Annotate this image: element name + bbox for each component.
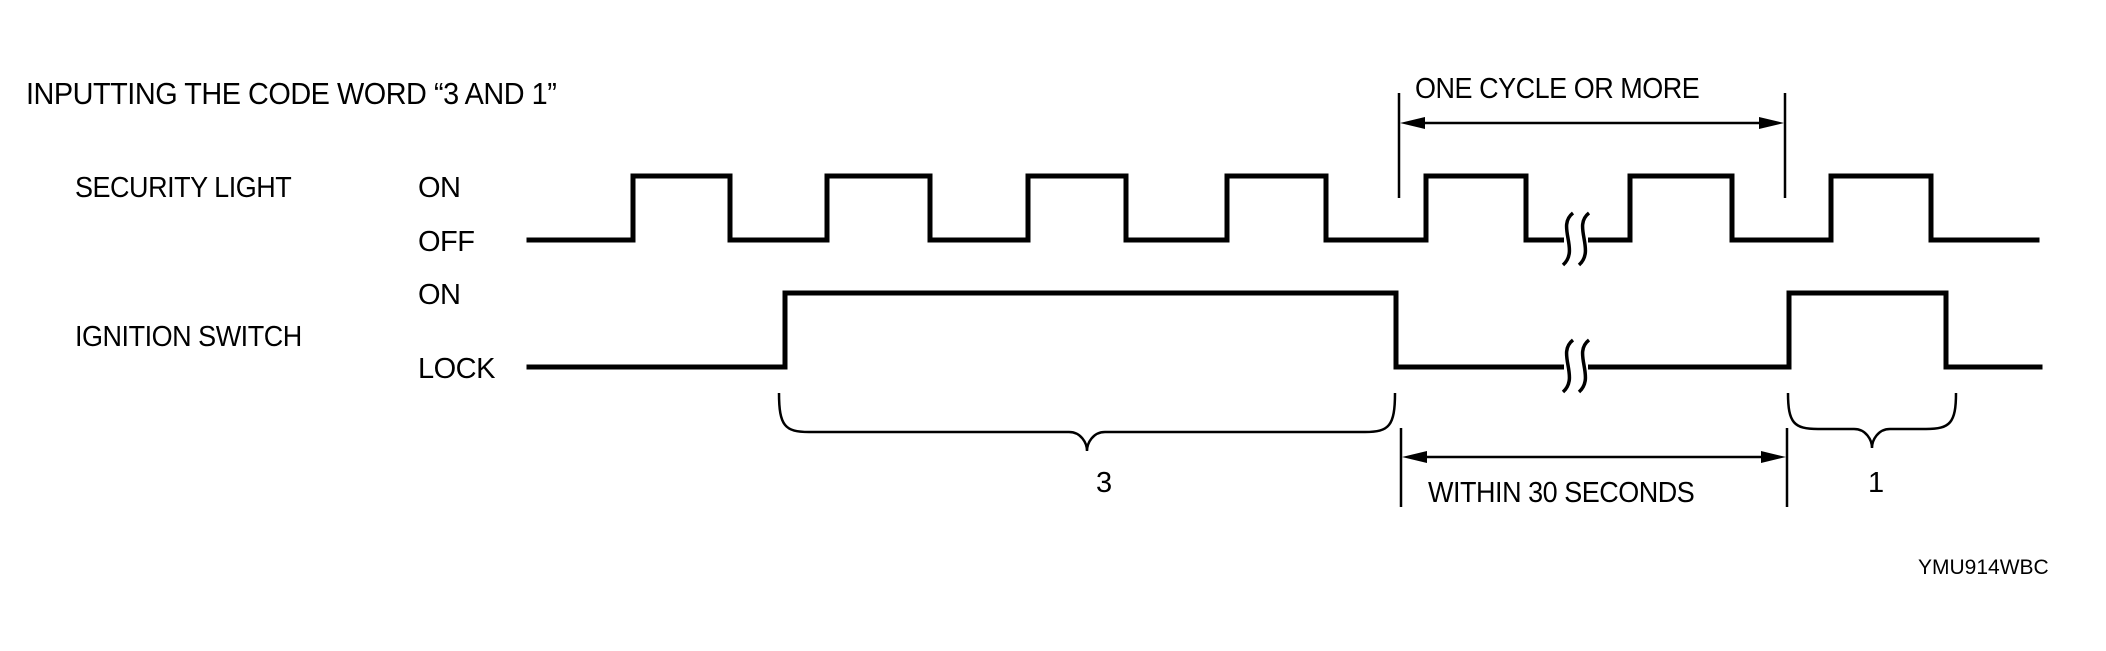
brace-count-1-icon [1786,392,1958,449]
within-30-seconds-label: WITHIN 30 SECONDS [1428,477,1695,509]
signal-label-security-light: SECURITY LIGHT [75,172,292,204]
count-3-label: 3 [1096,467,1112,499]
security-light-on-label: ON [418,172,461,204]
within-30-seconds-dimension-arrow [1399,428,1789,507]
one-cycle-or-more-label: ONE CYCLE OR MORE [1415,73,1700,105]
ignition-lock-label: LOCK [418,353,495,385]
security-light-off-label: OFF [418,226,475,258]
time-break-icon [1561,211,1591,267]
diagram-title: INPUTTING THE CODE WORD “3 AND 1” [26,76,557,111]
count-1-label: 1 [1868,467,1884,499]
one-cycle-dimension-arrow [1397,93,1787,198]
signal-label-ignition-switch: IGNITION SWITCH [75,321,302,353]
brace-count-3-icon [777,392,1397,452]
ignition-switch-waveform [526,290,2043,370]
ignition-on-label: ON [418,279,461,311]
security-light-waveform [526,173,2040,243]
figure-code: YMU914WBC [1918,556,2049,579]
time-break-icon [1561,338,1591,394]
